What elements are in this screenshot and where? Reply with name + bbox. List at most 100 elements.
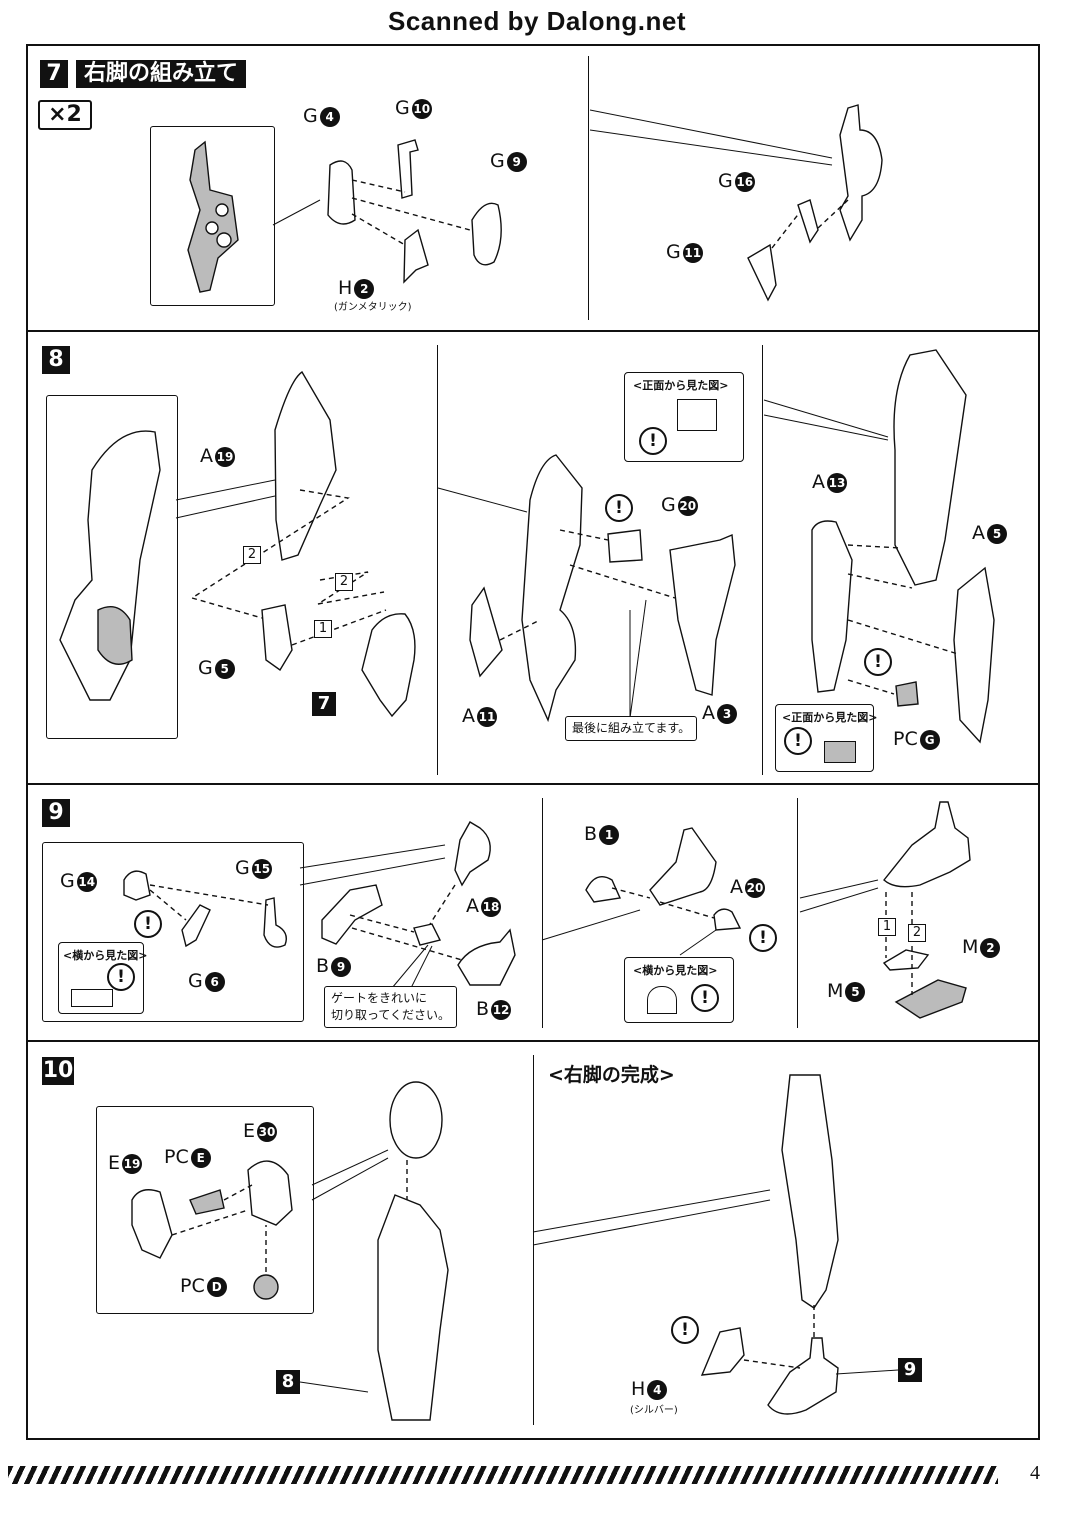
part-a13-shape bbox=[811, 520, 853, 693]
part-g5-shape bbox=[261, 604, 293, 672]
side-view-2-part-shape bbox=[647, 986, 677, 1014]
complete-foot-shape bbox=[767, 1337, 839, 1415]
part-m5-shape bbox=[882, 949, 930, 971]
divider-step7-sub bbox=[588, 56, 589, 320]
step9-side-view-caption: <横から見た図> bbox=[63, 949, 148, 962]
step9-number: 9 bbox=[42, 799, 70, 827]
part-a18-shape bbox=[413, 923, 442, 946]
step9-assembly-shape bbox=[454, 821, 491, 887]
divider-step9-sub2 bbox=[797, 798, 798, 1028]
step9-side-view-caption-2: <横から見た図> bbox=[633, 964, 718, 977]
step8-inset-part bbox=[59, 430, 161, 701]
step9-right-assembly-shape bbox=[883, 801, 971, 888]
part-h4-shape bbox=[700, 1327, 745, 1376]
divider-step10-sub bbox=[533, 1055, 534, 1425]
step10-ref-step8: 8 bbox=[276, 1370, 300, 1394]
step10-leg-shape bbox=[377, 1194, 449, 1421]
part-a3-shape bbox=[669, 533, 736, 696]
part-a19-shape bbox=[274, 371, 337, 561]
side-view-part-shape bbox=[71, 989, 113, 1007]
front-view-caution-icon: ! bbox=[639, 427, 667, 455]
step9-a20-caution-icon: ! bbox=[749, 924, 777, 952]
step8-front-view-caption: <正面から見た図> bbox=[633, 379, 729, 392]
part-h2-shape bbox=[403, 228, 429, 284]
part-pcg-shape bbox=[895, 681, 919, 707]
step9-order-1: 1 bbox=[878, 918, 896, 936]
part-g9-shape bbox=[471, 202, 502, 266]
front-view-2-part-shape bbox=[824, 741, 856, 763]
gate-note-line1: ゲートをきれいに bbox=[331, 991, 428, 1005]
right-leg-complete-title: <右脚の完成> bbox=[548, 1064, 675, 1086]
part-e30-shape bbox=[247, 1160, 293, 1226]
step9-side-view-box: <横から見た図> ! bbox=[58, 942, 148, 1014]
step10-knee-shape bbox=[389, 1081, 443, 1159]
step8-front-view-box: <正面から見た図> ! bbox=[624, 372, 744, 462]
divider-step7-8 bbox=[26, 330, 1040, 332]
part-g4-shape bbox=[327, 160, 356, 225]
part-m2-shape bbox=[894, 979, 967, 1019]
scanned-by-header: Scanned by Dalong.net bbox=[388, 6, 686, 36]
front-view-2-caution-icon: ! bbox=[784, 727, 812, 755]
page-number: 4 bbox=[1030, 1462, 1040, 1484]
step9-g6-caution-icon: ! bbox=[134, 910, 162, 938]
step7-number: 7 bbox=[40, 60, 68, 88]
step9-mid-assembly-shape bbox=[649, 827, 717, 906]
footer-stripe-bar bbox=[8, 1466, 998, 1484]
step9-side-view-box-2: <横から見た図> ! bbox=[624, 957, 734, 1023]
complete-leg-shape bbox=[781, 1074, 839, 1309]
step8-order-1: 1 bbox=[314, 620, 332, 638]
step8-pcg-caution-icon: ! bbox=[864, 648, 892, 676]
side-view-2-caution-icon: ! bbox=[691, 984, 719, 1012]
step7-multiplier: ×2 bbox=[38, 100, 92, 130]
part-g11-shape bbox=[747, 243, 777, 302]
divider-step8-9 bbox=[26, 783, 1040, 785]
divider-step8-sub2 bbox=[762, 345, 763, 775]
step9-gate-note: ゲートをきれいに 切り取ってください。 bbox=[324, 986, 458, 1028]
front-view-part-shape bbox=[677, 399, 717, 431]
divider-step8-sub1 bbox=[437, 345, 438, 775]
step8-right-assembly-shape bbox=[893, 349, 967, 586]
step9-order-2: 2 bbox=[908, 924, 926, 942]
part-g15-shape bbox=[263, 897, 288, 948]
step8-front-view-caption-2: <正面から見た図> bbox=[782, 711, 878, 724]
side-view-caution-icon: ! bbox=[107, 963, 135, 991]
step8-ref7-shape bbox=[361, 613, 416, 718]
part-g14-shape bbox=[123, 870, 151, 901]
step7-title: 右脚の組み立て bbox=[76, 60, 247, 88]
step8-order-2b: 2 bbox=[335, 573, 353, 591]
part-g20-shape bbox=[607, 529, 643, 563]
divider-step9-sub1 bbox=[542, 798, 543, 1028]
step10-ref-step9: 9 bbox=[898, 1358, 922, 1382]
instruction-frame bbox=[26, 44, 1040, 1440]
part-b9-shape bbox=[321, 884, 383, 945]
step7-assembled-shape bbox=[839, 104, 883, 242]
part-b12-shape bbox=[457, 928, 516, 986]
part-h2-color-note: (ガンメタリック) bbox=[334, 302, 412, 313]
step7-inset-part bbox=[187, 140, 239, 293]
step8-caution-icon: ! bbox=[605, 494, 633, 522]
divider-step9-10 bbox=[26, 1040, 1040, 1042]
